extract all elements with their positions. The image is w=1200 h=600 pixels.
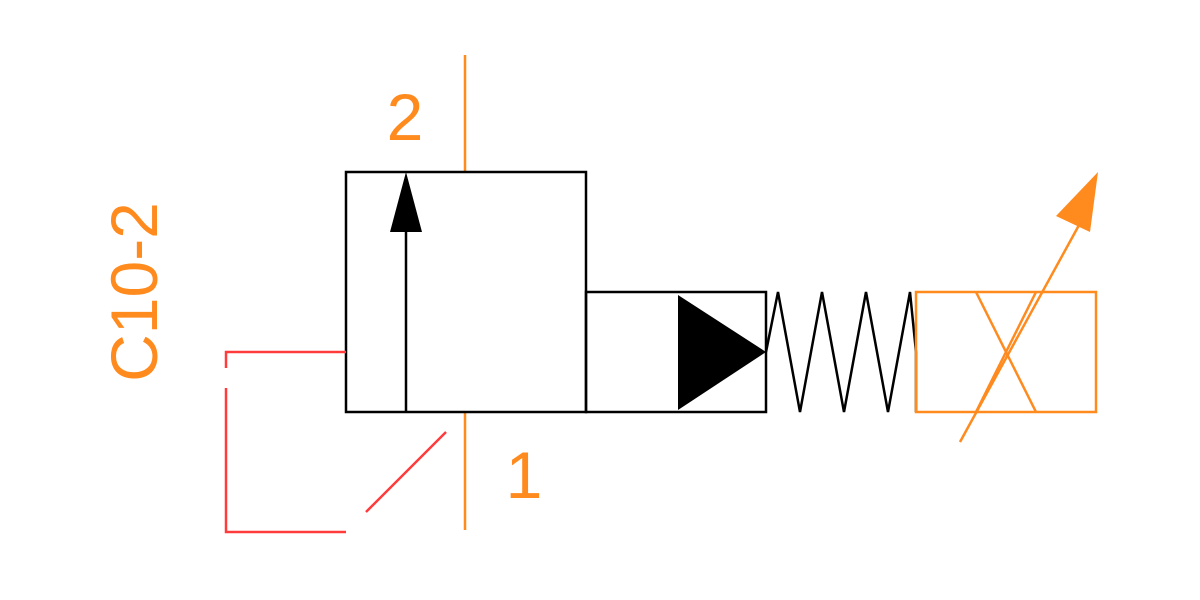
pilot-line-diagonal (365, 431, 447, 513)
adjustment-arrow-head-icon (1056, 172, 1098, 232)
flow-arrow-head-icon (390, 172, 422, 232)
spring-icon (764, 291, 918, 413)
pilot-arrow-icon (678, 295, 766, 410)
pilot-line-left (224, 350, 346, 368)
adjustment-arrow-line (958, 215, 1086, 443)
port-1-label: 1 (506, 438, 543, 512)
valve-envelope (344, 170, 588, 414)
pilot-line-left-lower (224, 388, 346, 534)
actuator-cross-line-b (974, 291, 1038, 413)
valve-code-label: C10-2 (97, 202, 171, 382)
port-2-label: 2 (387, 80, 424, 154)
actuator-box (914, 290, 1098, 414)
